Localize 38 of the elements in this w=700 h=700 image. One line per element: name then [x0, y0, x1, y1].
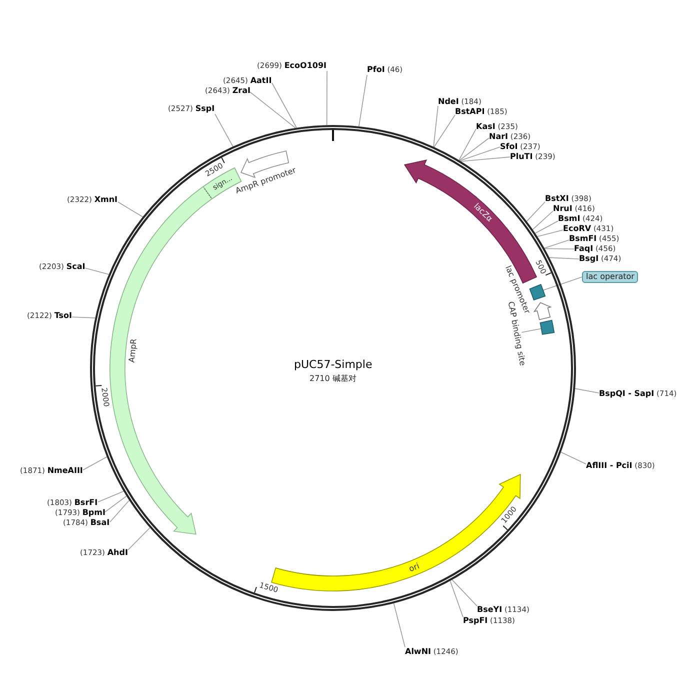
plasmid-name: pUC57-Simple [294, 358, 372, 372]
leader-line [460, 146, 500, 162]
leader-line [459, 138, 490, 161]
leader-line [536, 230, 564, 237]
leader-line [433, 106, 438, 148]
leader-line [98, 490, 124, 502]
leader-line [104, 496, 127, 512]
leader-line [118, 202, 144, 218]
leader-line [560, 452, 586, 464]
leader-line [460, 156, 510, 162]
leader-line [128, 527, 150, 550]
leader-line [393, 602, 406, 648]
leader-line [544, 240, 570, 249]
leader-line [458, 128, 476, 161]
leader-line [574, 388, 600, 394]
leader-line [72, 316, 96, 318]
plasmid-size: 2710 碱基对 [310, 374, 356, 383]
leader-line [434, 114, 456, 148]
leader-line [272, 82, 297, 128]
leader-line [532, 210, 554, 230]
leader-line [250, 92, 296, 128]
leader-line [82, 456, 108, 470]
leader-line [534, 220, 558, 234]
leader-line [544, 248, 574, 250]
feature-label: AmpR [128, 338, 139, 363]
leader-line [521, 328, 542, 333]
leader-line [452, 579, 478, 606]
leader-line [214, 114, 234, 147]
leader-line [326, 70, 328, 126]
leader-line [110, 500, 130, 522]
leader-line [542, 276, 582, 291]
feature-label: ori [407, 562, 420, 574]
leader-line [549, 257, 580, 260]
leader-line [526, 202, 546, 222]
feature-tag: lac operator [582, 271, 638, 283]
leader-line [84, 268, 110, 275]
leader-line [358, 74, 368, 127]
leader-line [450, 580, 464, 618]
